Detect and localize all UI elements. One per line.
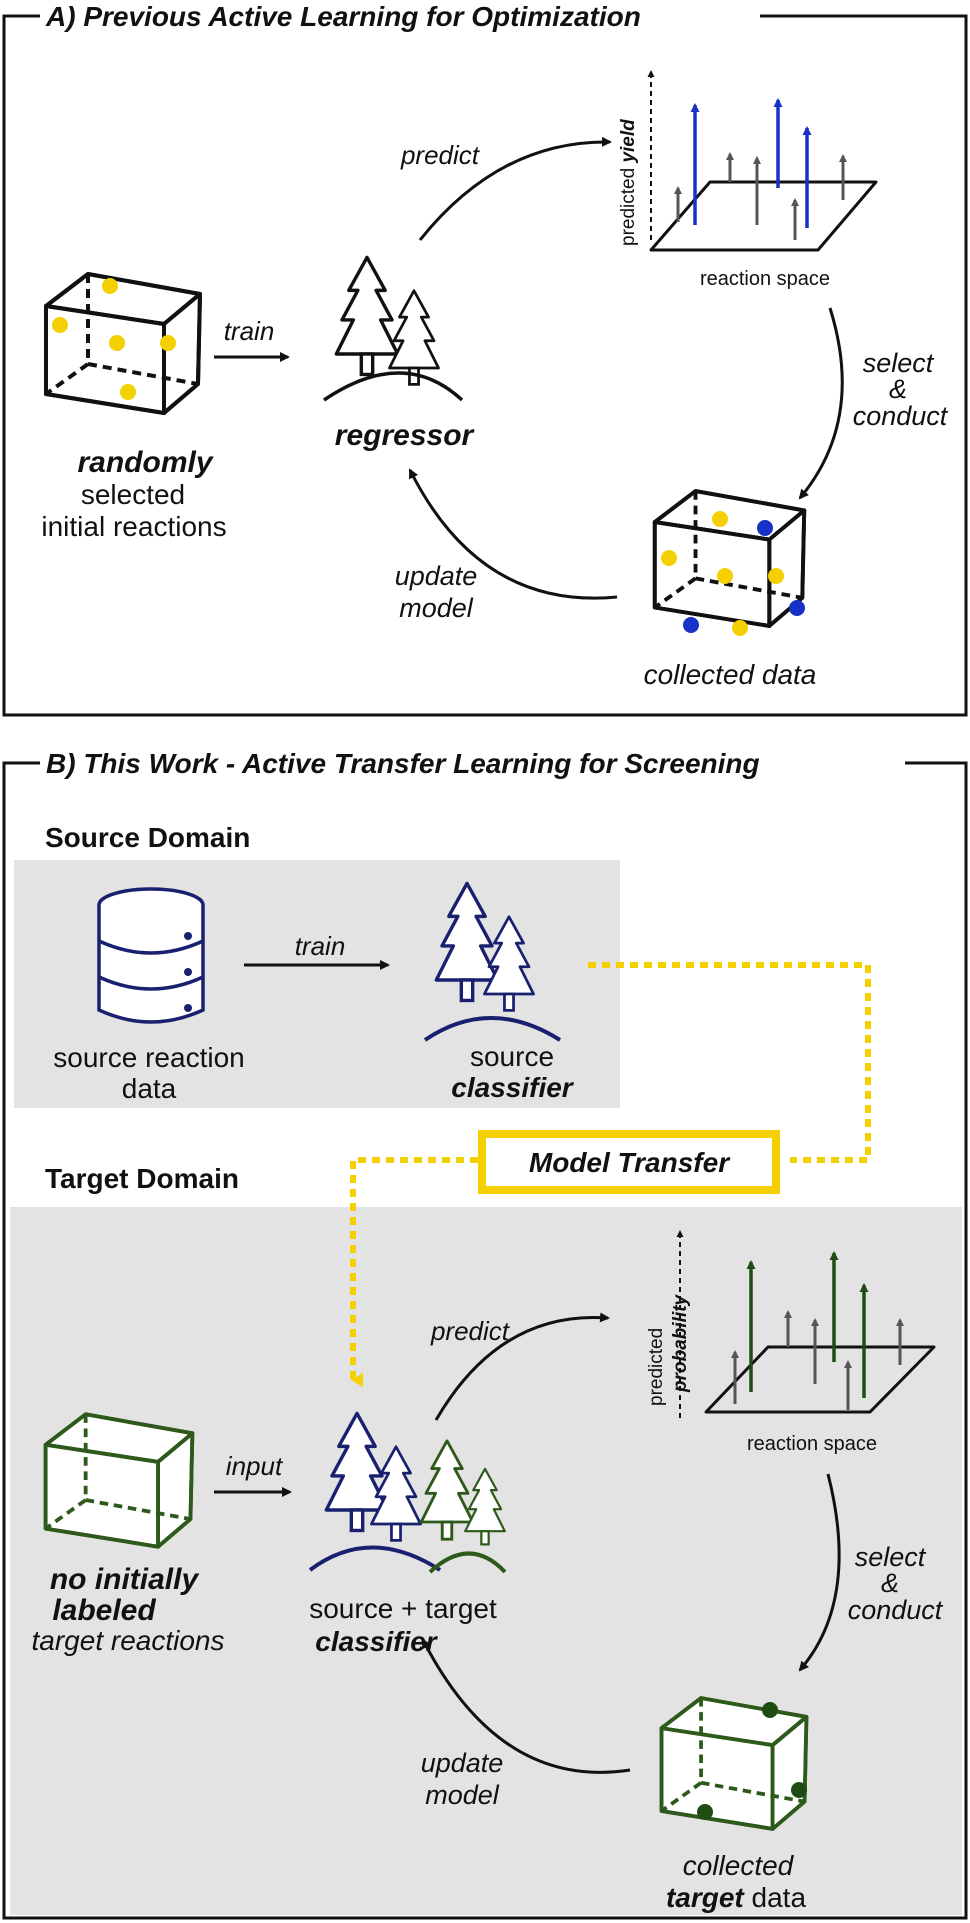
collected-label: collected [683,1850,795,1881]
no-initially-label: no initially [50,1563,200,1596]
selected-label: selected [81,479,185,510]
panel-b-frame [2,761,968,1920]
probability-plot-icon: predicted probability [646,1230,936,1418]
select-label: select [863,348,935,378]
data-point [717,568,733,584]
panel-a: A) Previous Active Learning for Optimiza… [2,1,968,717]
select-arrow-icon [798,307,844,500]
target-reactions-label: target reactions [32,1625,225,1656]
panel-b: B) This Work - Active Transfer Learning … [2,748,968,1920]
source-classifier-tree-icon [423,881,562,1042]
reaction-space-label: reaction space [747,1433,877,1455]
data-point [120,384,136,400]
initial-reactions-label: initial reactions [41,511,226,542]
update-label: update [395,561,478,591]
data-point [109,335,125,351]
data-point [160,335,176,351]
data-point [102,278,118,294]
panel-b-title: B) This Work - Active Transfer Learning … [46,748,760,779]
transfer-path-icon [588,962,871,1163]
collected-data-label: collected data [644,659,817,690]
data-point [661,550,677,566]
predict-label: predict [430,1316,511,1346]
target-cube-icon [43,1412,195,1549]
data-label: data [122,1073,177,1104]
predict-label: predict [400,140,481,170]
source-domain-heading: Source Domain [45,822,250,853]
panel-a-title: A) Previous Active Learning for Optimiza… [45,1,641,32]
data-point [732,620,748,636]
model-transfer-box [478,1130,780,1194]
model-label: model [425,1780,500,1810]
model-transfer-label: Model Transfer [529,1147,731,1178]
labeled-label: labeled [52,1594,156,1627]
data-point [762,1702,778,1718]
yield-plot-icon: predicted yield [618,70,878,252]
target-domain-heading: Target Domain [45,1163,239,1194]
collected-target-cube-icon [659,1696,809,1831]
data-point [52,317,68,333]
database-icon [97,887,205,1024]
y-axis-label: predicted [646,1328,667,1406]
select-label: select [855,1542,927,1572]
randomly-label: randomly [77,446,213,479]
source-reaction-label: source reaction [53,1042,244,1073]
source-target-label: source + target [309,1593,497,1624]
update-label: update [421,1748,504,1778]
train-label: train [224,316,275,346]
data-point [683,617,699,633]
data-point [697,1804,713,1820]
panel-a-frame [2,14,968,717]
data-point [712,511,728,527]
input-label: input [226,1451,284,1481]
collected-cube-icon [652,489,807,636]
regressor-tree-icon [323,255,464,402]
select-arrow-icon [798,1473,841,1672]
classifier2-label: classifier [315,1626,439,1657]
predict-arrow-icon [418,136,612,241]
conduct-label: conduct [848,1595,944,1625]
predict-arrow-icon [434,1312,610,1421]
amp-label: & [889,374,907,404]
reaction-space-label: reaction space [700,268,830,290]
classifier-label: classifier [451,1072,575,1103]
initial-cube-icon [44,272,202,415]
data-point [791,1782,807,1798]
data-point [789,600,805,616]
conduct-label: conduct [853,401,949,431]
regressor-label: regressor [335,419,476,452]
data-point [768,568,784,584]
amp-label: & [881,1568,899,1598]
collected-target-data-label: target data [666,1882,807,1913]
data-point [757,520,773,536]
train-label: train [295,931,346,961]
y-axis-probability-label: probability [670,1293,691,1393]
update-arrow-icon [408,468,618,600]
source-label: source [470,1041,554,1072]
model-label: model [399,593,474,623]
combined-classifier-tree-icon [308,1411,507,1574]
update-arrow-icon [421,1638,631,1774]
transfer-arrow-icon [350,1157,478,1387]
y-axis-label: predicted yield [618,119,639,246]
